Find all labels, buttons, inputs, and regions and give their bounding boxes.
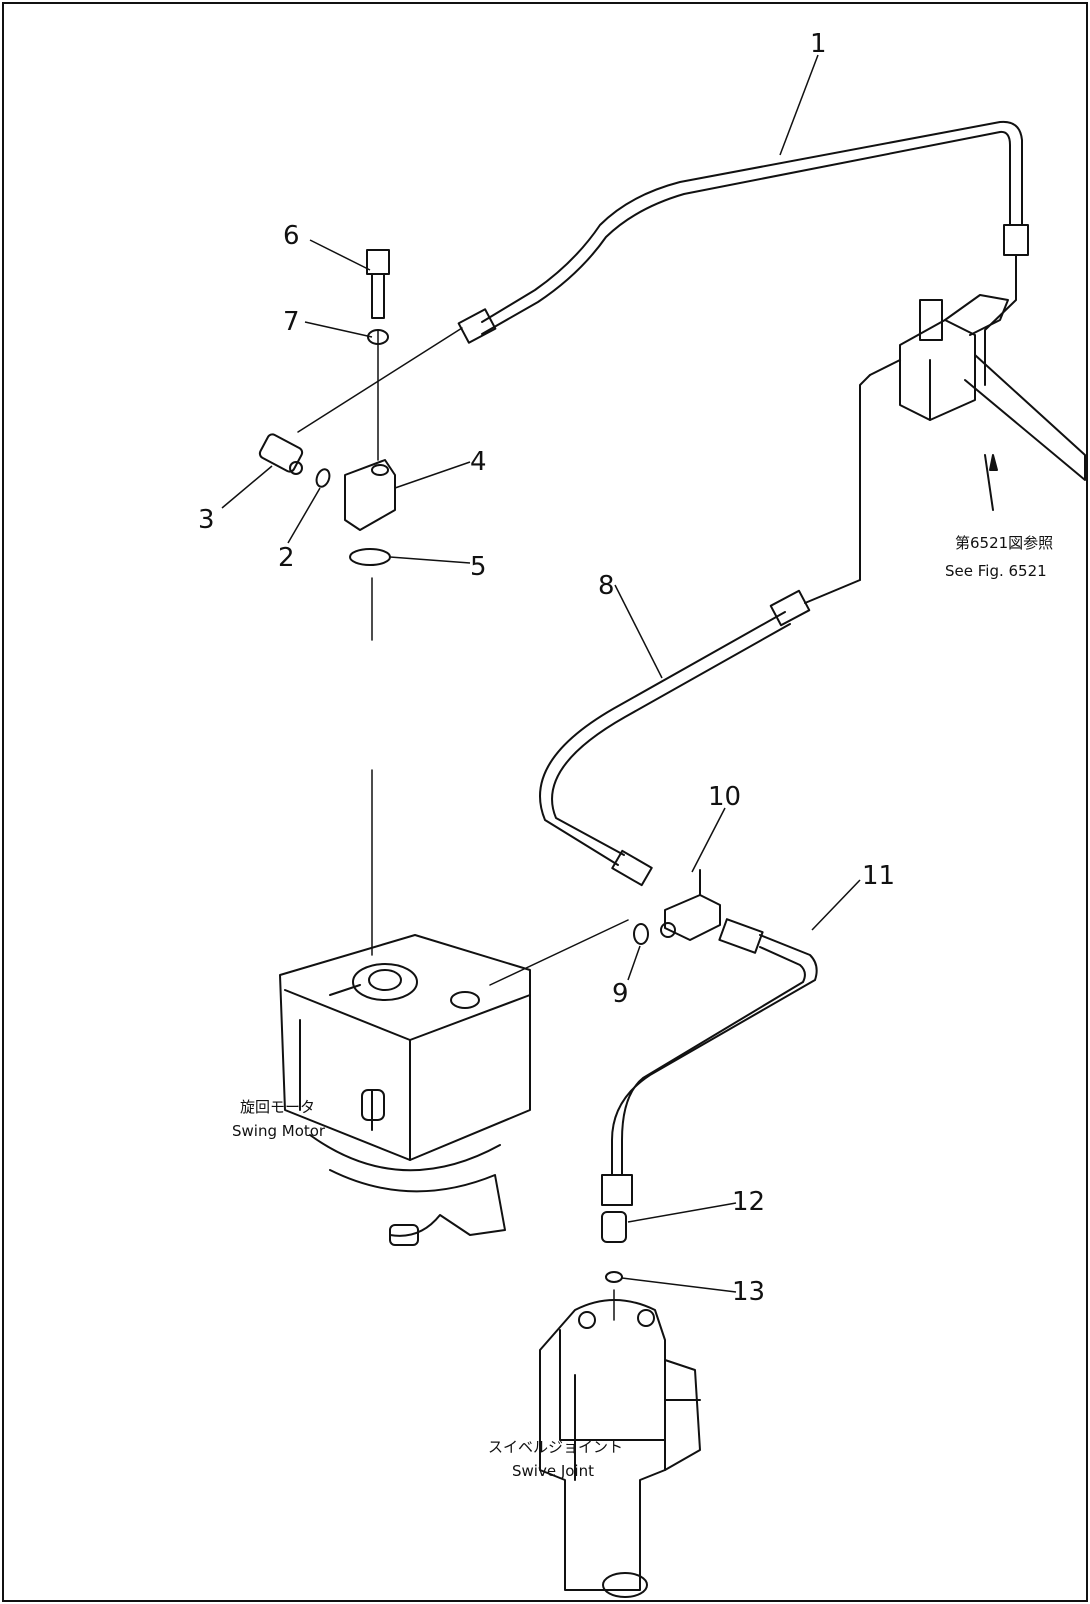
flange-4: [344, 459, 396, 531]
callout-11: 11: [862, 861, 895, 891]
caption-swing-motor-en: Swing Motor: [232, 1122, 326, 1140]
callout-10: 10: [708, 782, 741, 812]
o-ring-9: [633, 923, 649, 945]
caption-swivel-joint-en: Swive Joint: [512, 1462, 594, 1480]
swing-motor: [279, 934, 531, 1246]
callout-4: 4: [470, 447, 487, 477]
valve-block: [859, 294, 1086, 581]
callout-leaders: [221, 54, 861, 1293]
o-ring-13: [605, 1271, 623, 1283]
swivel-joint: [539, 1299, 701, 1598]
bolt-6: [366, 249, 390, 461]
callout-1: 1: [810, 29, 827, 59]
callout-6: 6: [283, 221, 300, 251]
o-ring-5: [349, 548, 391, 566]
callout-2: 2: [278, 543, 295, 573]
connector-12: [601, 1211, 627, 1243]
caption-swing-motor-jp: 旋回モータ: [240, 1098, 315, 1116]
washer-7: [367, 329, 389, 345]
callout-12: 12: [732, 1187, 765, 1217]
callout-7: 7: [283, 307, 300, 337]
elbow-fitting-3: [258, 433, 304, 475]
hose-8: [539, 579, 861, 887]
hose-1: [457, 120, 1029, 386]
callout-13: 13: [732, 1277, 765, 1307]
leader-line-3: [297, 327, 463, 433]
o-ring-2: [315, 468, 331, 488]
callout-8: 8: [598, 571, 615, 601]
callout-3: 3: [198, 505, 215, 535]
hose-11: [601, 918, 818, 1206]
caption-see-fig-jp: 第6521図参照: [955, 534, 1053, 552]
callout-9: 9: [612, 979, 629, 1009]
tee-fitting-10: [660, 869, 721, 941]
leader-line-9: [489, 919, 629, 986]
caption-swivel-joint-jp: スイベルジョイント: [488, 1438, 623, 1456]
callout-5: 5: [470, 552, 487, 582]
caption-see-fig-en: See Fig. 6521: [945, 562, 1047, 580]
